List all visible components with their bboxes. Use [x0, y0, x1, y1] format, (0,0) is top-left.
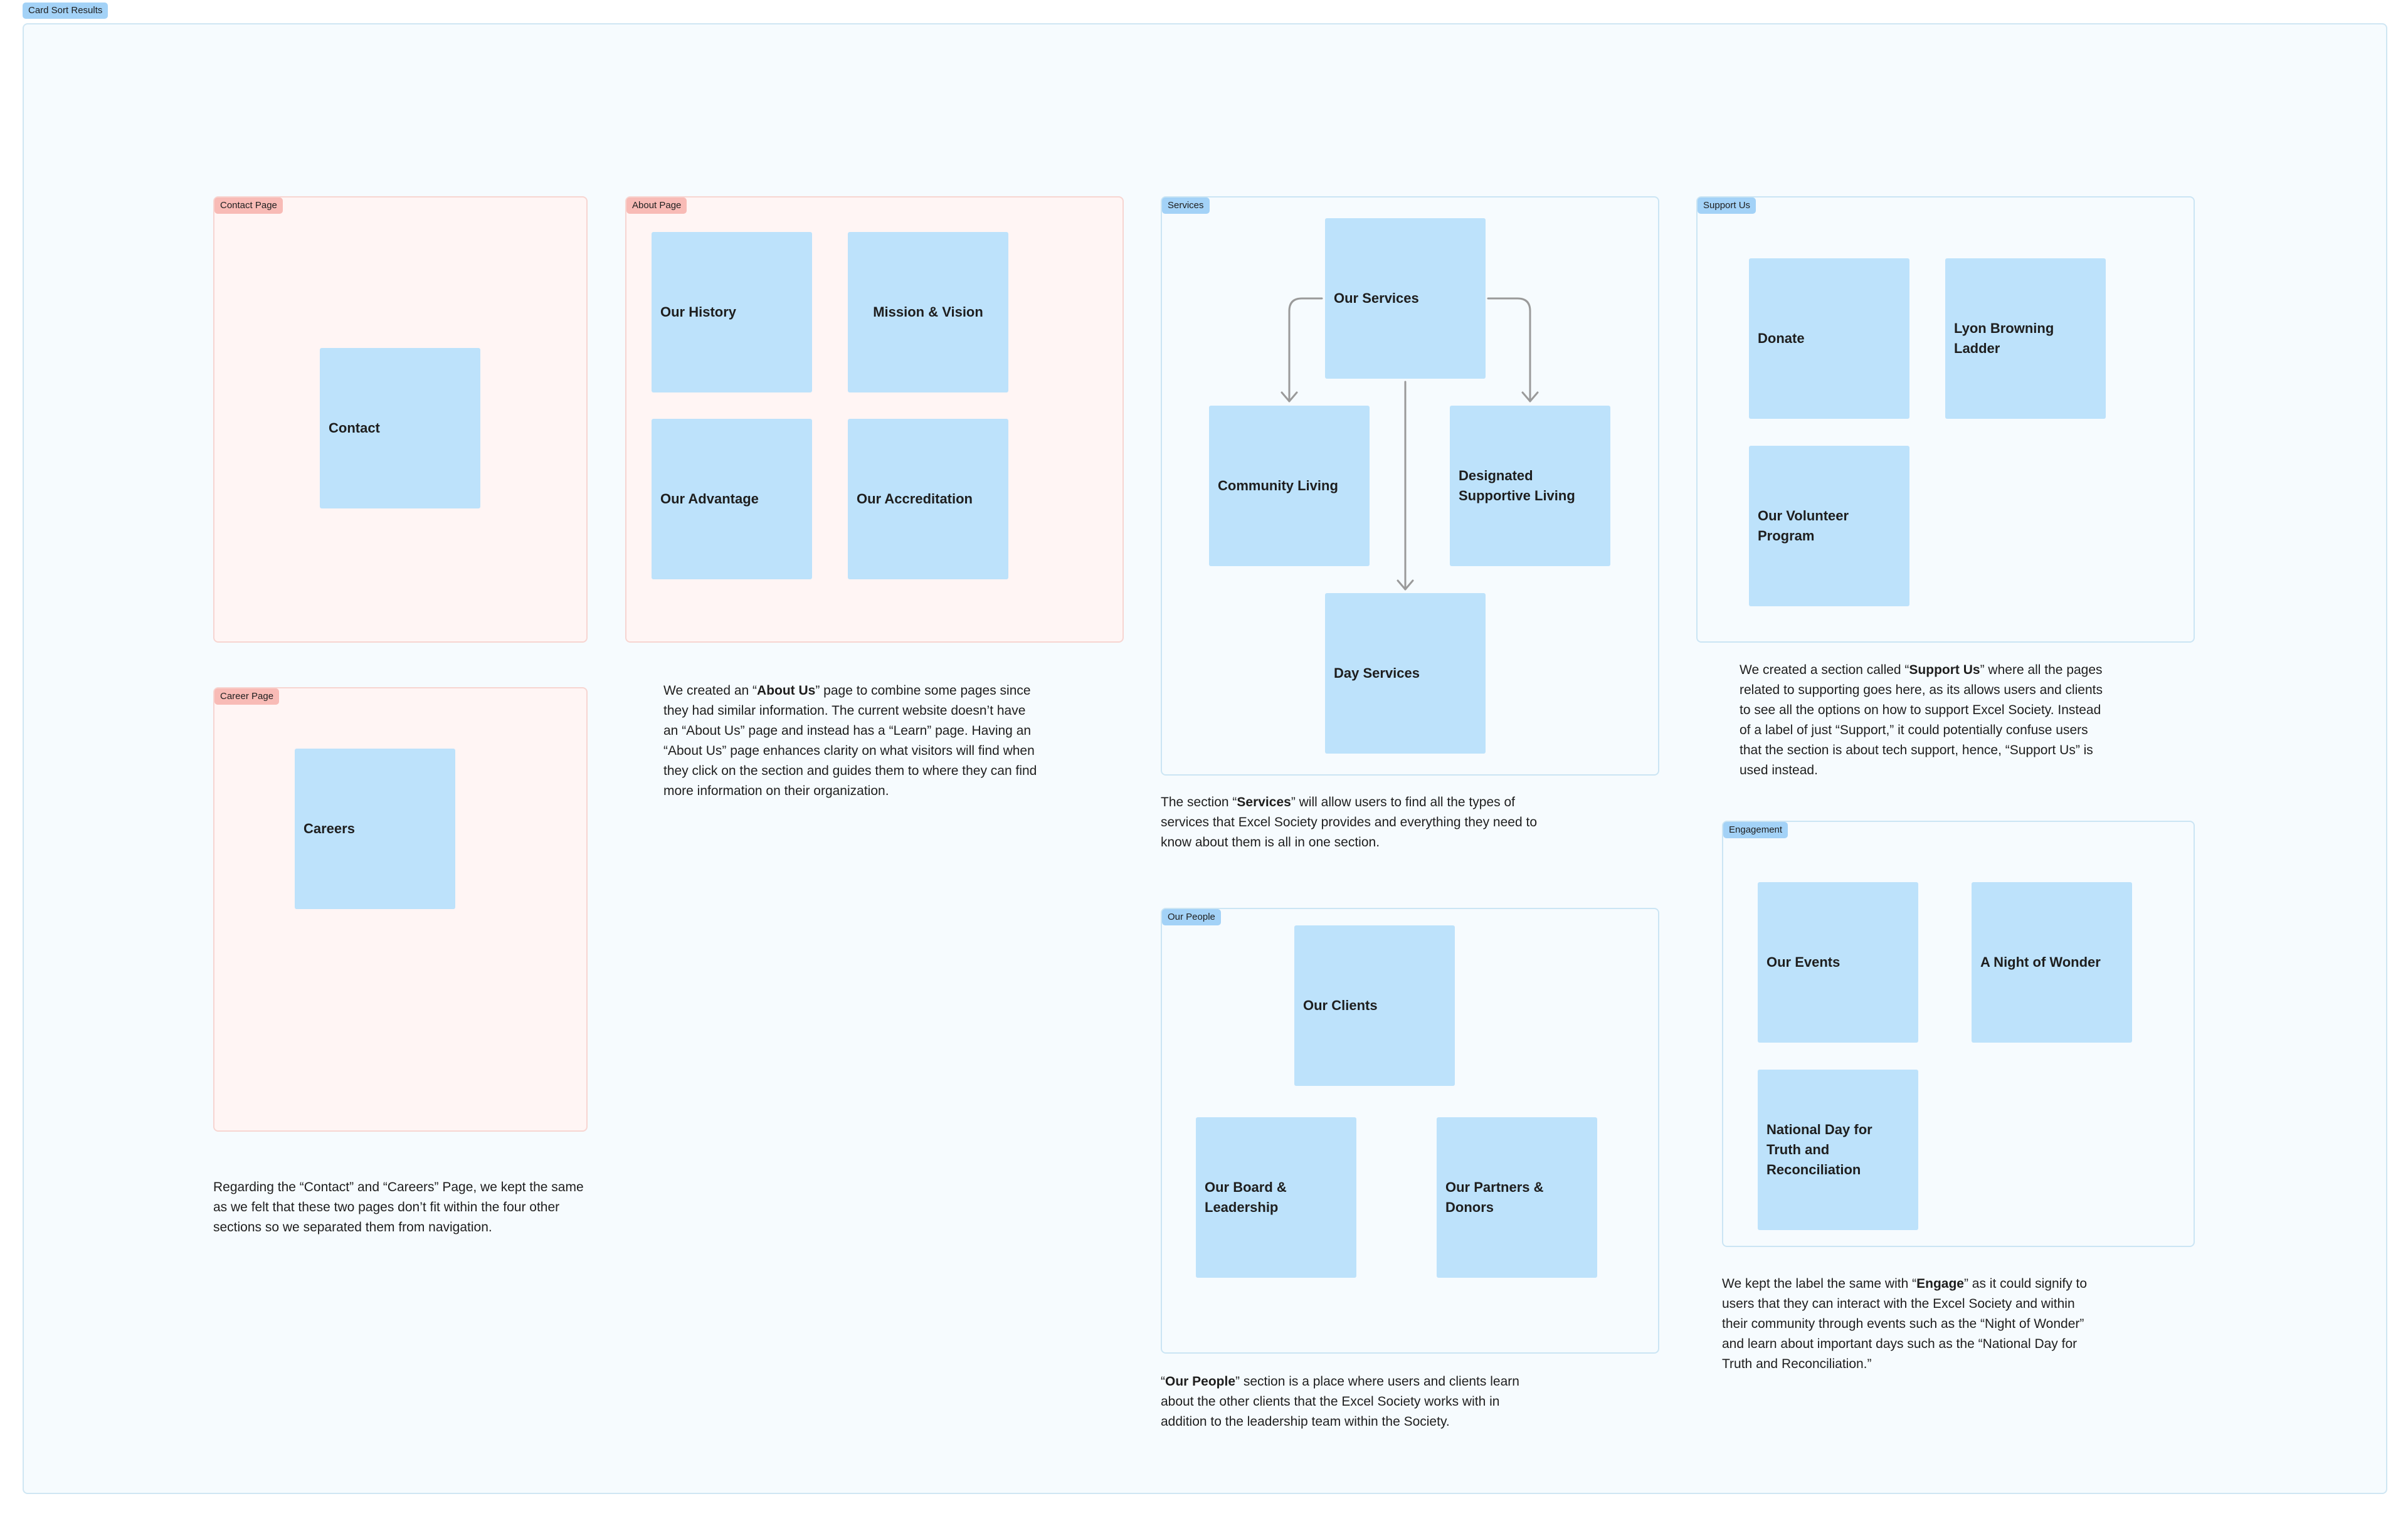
support-us-tag[interactable]: Support Us: [1698, 197, 1756, 214]
card-day-services[interactable]: Day Services: [1325, 593, 1486, 754]
card-our-services[interactable]: Our Services: [1325, 218, 1486, 379]
engagement-tag[interactable]: Engagement: [1723, 822, 1788, 838]
services-note: The section “Services” will allow users …: [1161, 795, 1537, 850]
card-our-history[interactable]: Our History: [652, 232, 812, 392]
card-designated-supportive-living[interactable]: Designated Supportive Living: [1450, 406, 1610, 566]
card-our-partners-donors[interactable]: Our Partners & Donors: [1437, 1117, 1597, 1278]
contact-careers-note: Regarding the “Contact” and “Careers” Pa…: [213, 1180, 584, 1234]
card-our-advantage[interactable]: Our Advantage: [652, 419, 812, 579]
our-people-tag[interactable]: Our People: [1162, 909, 1221, 925]
card-our-volunteer-program[interactable]: Our Volunteer Program: [1749, 446, 1909, 606]
card-donate[interactable]: Donate: [1749, 258, 1909, 419]
card-careers[interactable]: Careers: [295, 749, 455, 909]
support-us-note: We created a section called “Support Us”…: [1740, 663, 2103, 777]
card-our-events[interactable]: Our Events: [1758, 882, 1918, 1043]
about-page-tag[interactable]: About Page: [626, 197, 687, 214]
our-people-note: “Our People” section is a place where us…: [1161, 1374, 1519, 1429]
card-our-board-leadership[interactable]: Our Board & Leadership: [1196, 1117, 1356, 1278]
card-our-clients[interactable]: Our Clients: [1294, 925, 1455, 1086]
board-title-tag[interactable]: Card Sort Results: [23, 3, 108, 19]
about-note: We created an “About Us” page to combine…: [663, 683, 1037, 798]
card-mission-vision[interactable]: Mission & Vision: [848, 232, 1008, 392]
career-page-tag[interactable]: Career Page: [214, 688, 280, 705]
services-tag[interactable]: Services: [1162, 197, 1210, 214]
engagement-note: We kept the label the same with “Engage”…: [1722, 1276, 2088, 1371]
contact-page-tag[interactable]: Contact Page: [214, 197, 283, 214]
card-a-night-of-wonder[interactable]: A Night of Wonder: [1972, 882, 2132, 1043]
card-national-day-truth-reconciliation[interactable]: National Day for Truth and Reconciliatio…: [1758, 1070, 1918, 1230]
card-community-living[interactable]: Community Living: [1209, 406, 1370, 566]
card-our-accreditation[interactable]: Our Accreditation: [848, 419, 1008, 579]
card-contact[interactable]: Contact: [320, 348, 480, 508]
card-lyon-browning-ladder[interactable]: Lyon Browning Ladder: [1945, 258, 2106, 419]
